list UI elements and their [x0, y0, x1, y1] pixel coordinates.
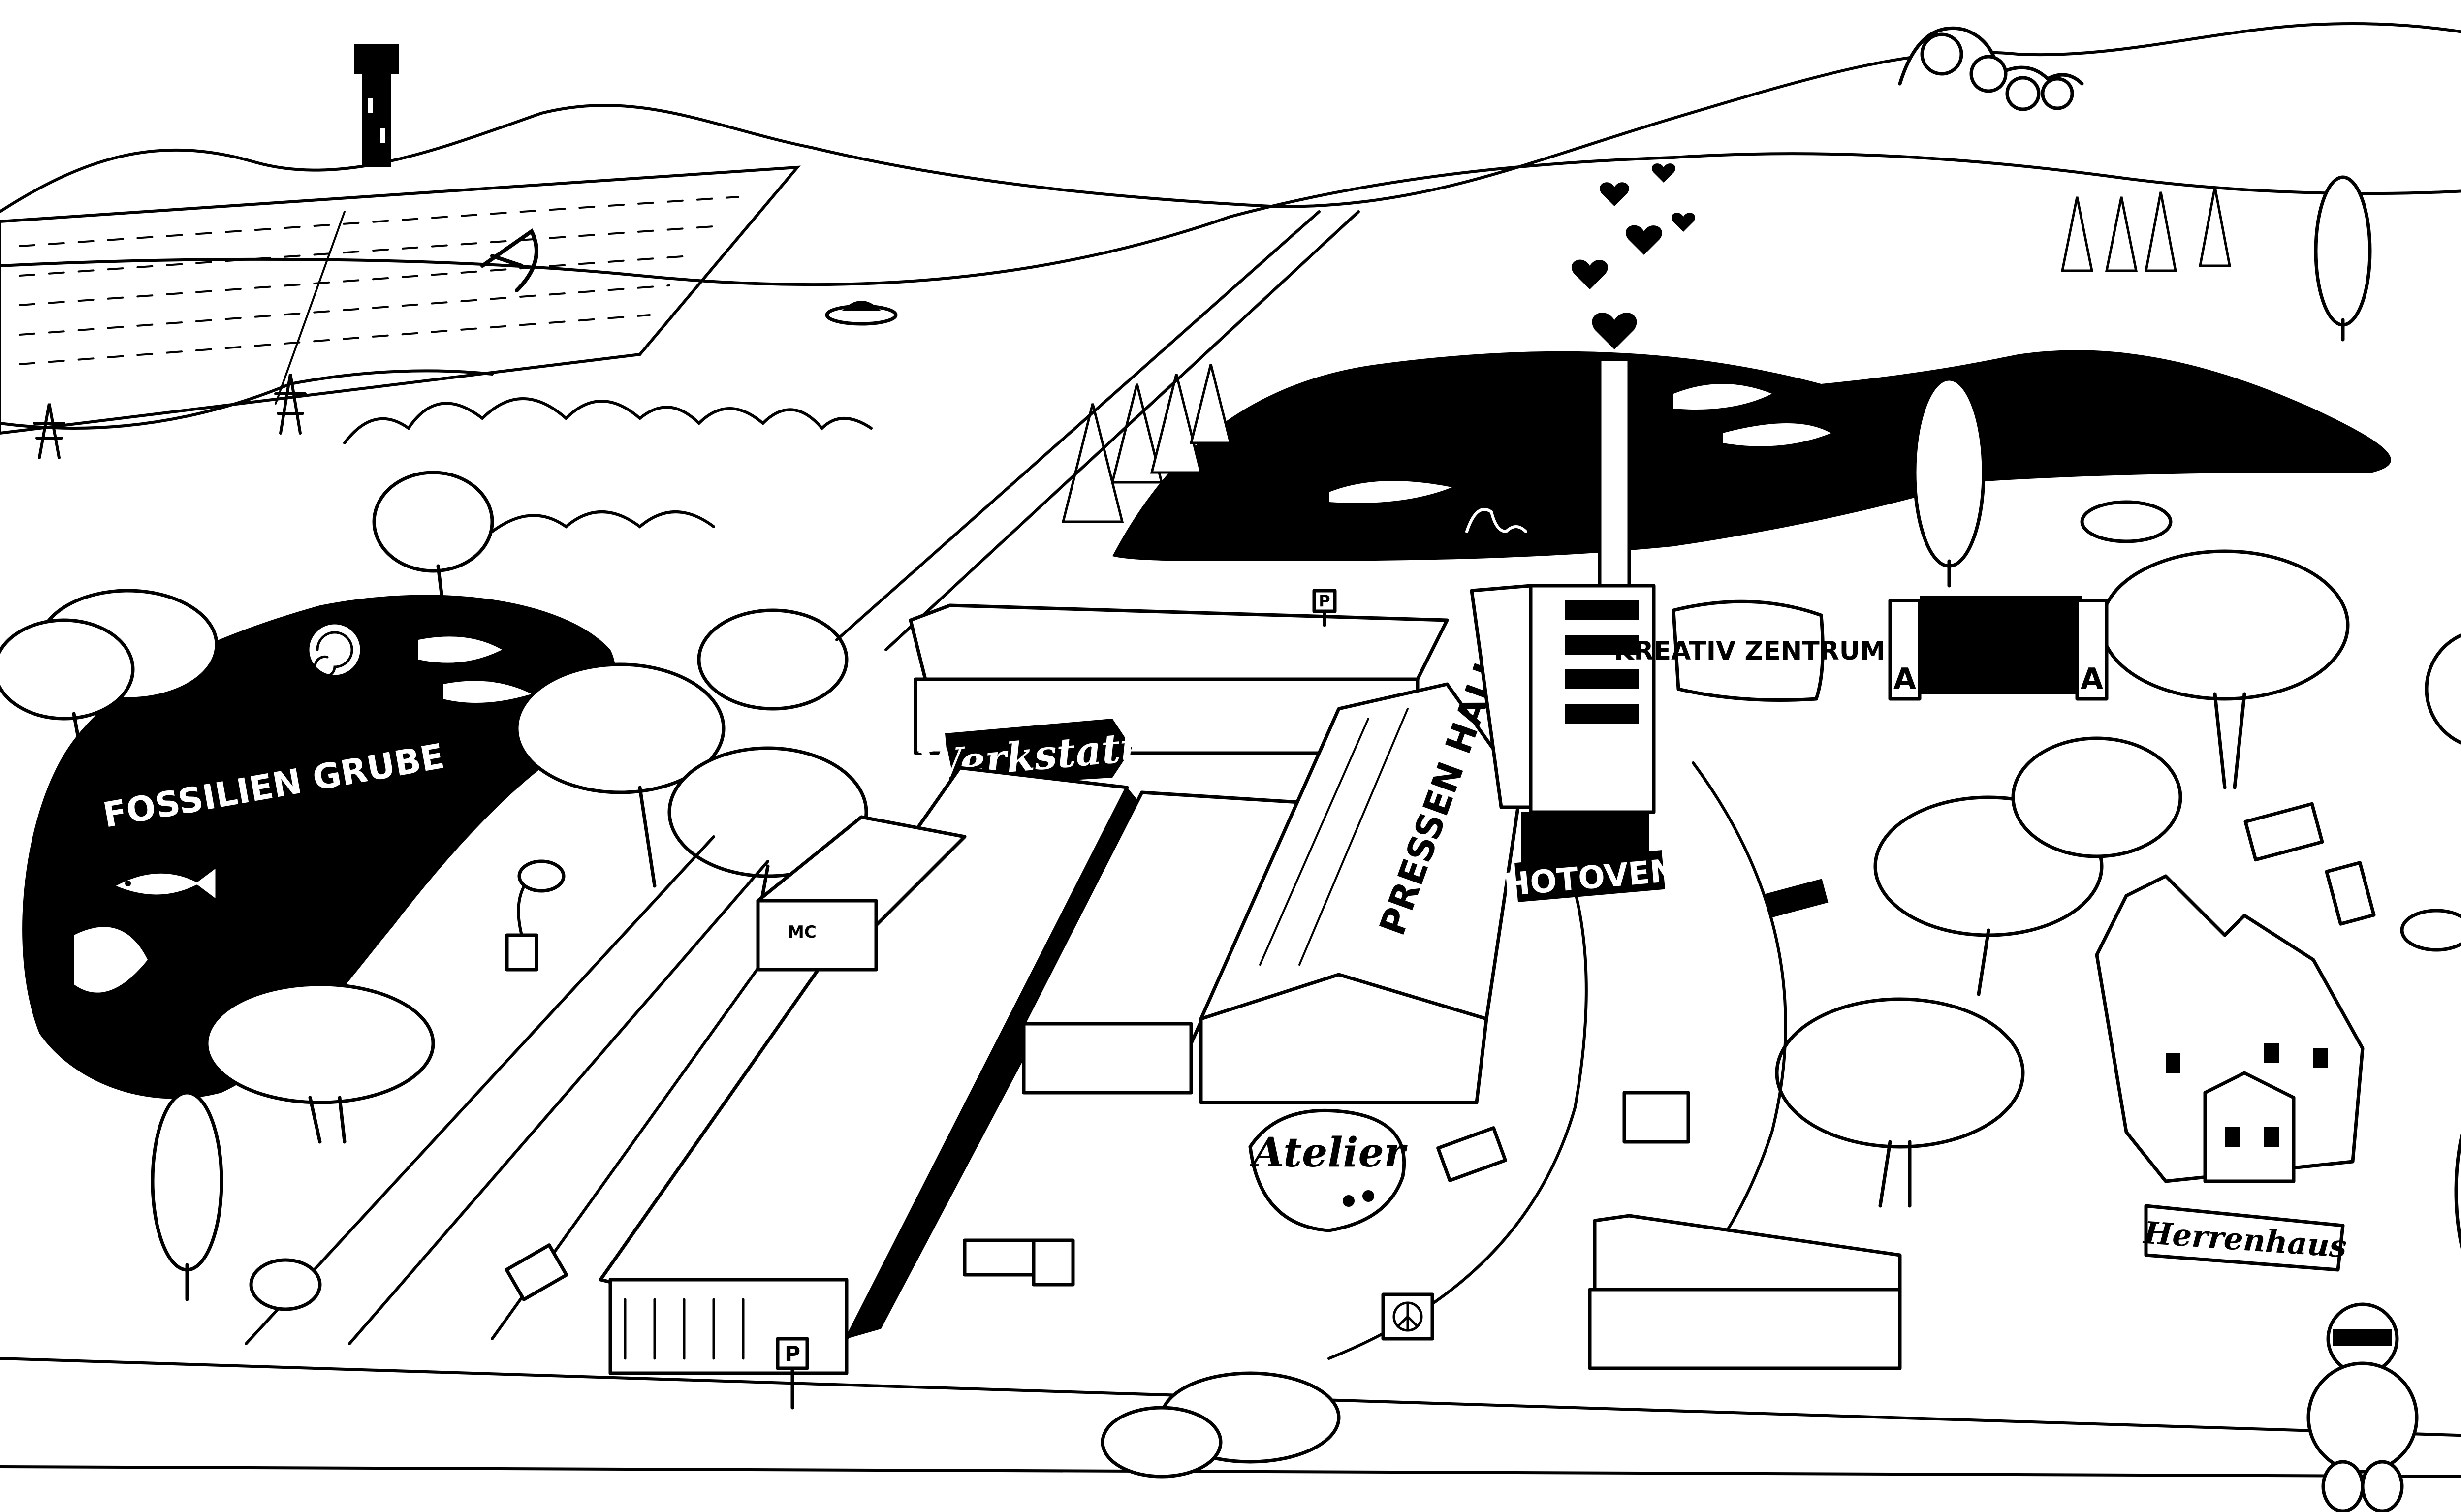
- ammonite-icon: [306, 621, 364, 679]
- pine-trees-mid: [1061, 364, 1232, 523]
- peace-sign-icon: [1381, 1292, 1434, 1341]
- loch-ness-monster-icon: [1465, 508, 1527, 534]
- tree-cluster-left: [0, 471, 868, 1301]
- parking-bottom-label: P: [785, 1342, 800, 1367]
- parking-sign-bottom: P: [776, 1337, 809, 1410]
- fossil-pit-highlights: [74, 636, 532, 993]
- stage-letter-left: A: [1893, 662, 1917, 696]
- mount-rushmore-faces: [1898, 26, 2084, 111]
- kreativ-zentrum-sign: KREATIV ZENTRUM: [1614, 599, 1886, 702]
- glider-symbol: [480, 228, 538, 292]
- vehicles: [505, 802, 2376, 1301]
- lake-highlights: [1329, 384, 1831, 503]
- parking-top-label: P: [1319, 592, 1330, 610]
- herrenhaus-banner: Herrenhaus: [2142, 1204, 2348, 1272]
- kreativ-zentrum-label: KREATIV ZENTRUM: [1614, 636, 1885, 666]
- stage-letter-right: A: [2081, 662, 2104, 696]
- mc-label: MC: [788, 922, 817, 942]
- water-tower: [354, 44, 399, 167]
- poplar-tree-right: [2314, 175, 2372, 342]
- atelier-label: Atelier: [1249, 1129, 1408, 1176]
- stage-number: 1: [1986, 650, 2001, 675]
- atelier-sign: Atelier: [1248, 1108, 1408, 1232]
- heart-smoke-icon: [1571, 163, 1696, 349]
- dark-lake: [1112, 350, 2391, 561]
- second-hall: [1022, 790, 1301, 1095]
- fields-top-left: [0, 165, 801, 435]
- marshmallow-man-icon: [2306, 1302, 2419, 1512]
- fossil-pit-lake: [22, 595, 616, 1099]
- mc-building: MC: [756, 815, 967, 972]
- bushes-mid: [343, 397, 873, 533]
- pine-trees-right: [2060, 187, 2232, 272]
- chimney: [1598, 357, 1631, 598]
- kreativ-zentrum-building: [1470, 584, 1656, 871]
- ridge-line-2: [0, 152, 2461, 286]
- herrenhaus-building: [2095, 874, 2365, 1183]
- main-stage: A A 1: [1888, 596, 2109, 701]
- tree-cluster-right: [1775, 377, 2461, 1251]
- bushes-bottom: [249, 500, 2461, 1479]
- plant-pot: [505, 859, 566, 972]
- ufo-icon: [825, 301, 898, 326]
- barrack-building: [1588, 1214, 1902, 1370]
- power-pylons: [0, 369, 494, 459]
- fish-fossil-icon: [112, 865, 218, 902]
